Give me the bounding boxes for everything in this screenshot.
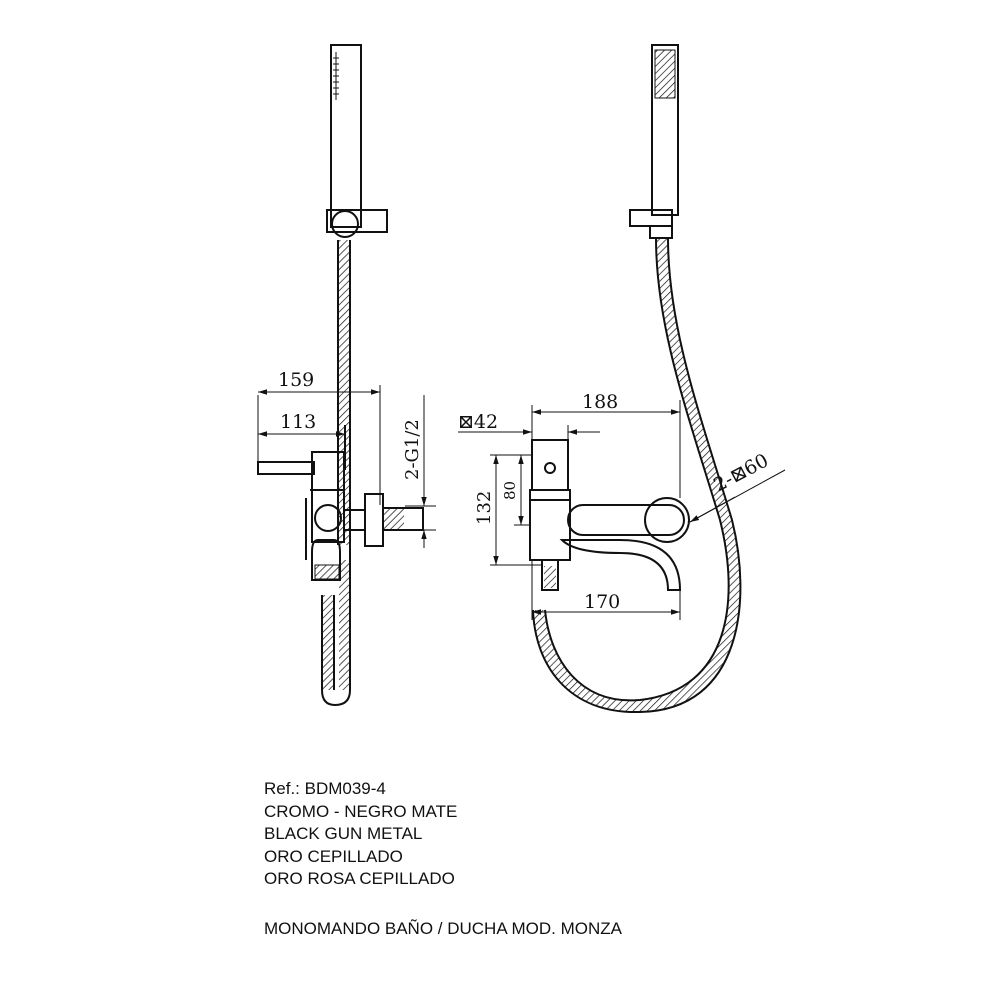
finish-item: BLACK GUN METAL — [264, 824, 423, 843]
side-lever — [257, 461, 315, 475]
side-handshower-nozzles — [333, 57, 339, 95]
dim-thread: 2-G1/2 — [402, 419, 423, 480]
side-mixer-body — [311, 451, 345, 543]
side-holder — [326, 209, 388, 233]
side-connector — [382, 507, 424, 531]
finish-item: ORO CEPILLADO — [264, 846, 403, 866]
front-lever — [567, 504, 685, 536]
dim-side-lever: 113 — [280, 411, 316, 433]
front-connector — [541, 559, 559, 591]
side-spout — [311, 539, 341, 581]
product-name: MONOMANDO BAÑO / DUCHA MOD. MONZA — [264, 919, 622, 938]
front-view: ⊠42 188 132 80 170 2-⊠60 — [458, 44, 786, 714]
front-mixer-ring — [529, 489, 571, 501]
side-handshower — [330, 44, 362, 228]
dim-spout: 170 — [584, 591, 620, 613]
dim-side-overall: 159 — [278, 369, 314, 391]
dim-flange: 2-⊠60 — [710, 449, 772, 496]
dim-body-height: 80 — [501, 481, 519, 500]
spec-block: Ref.: BDM039-4 CROMO - NEGRO MATE BLACK … — [264, 778, 457, 891]
finish-item: ORO ROSA CEPILLADO — [264, 869, 455, 888]
dim-front-overall: 188 — [582, 391, 618, 413]
front-spout — [559, 539, 682, 591]
ref-label: Ref.: BDM039-4 — [264, 779, 386, 798]
dim-square: ⊠42 — [458, 411, 498, 433]
side-view: 159 113 2-G1/2 — [257, 44, 436, 707]
dim-height: 132 — [474, 491, 495, 525]
finish-item: CROMO - NEGRO MATE — [264, 801, 458, 821]
front-mixer-body — [529, 499, 571, 561]
front-handshower — [651, 44, 679, 216]
front-flange-circle — [644, 497, 690, 543]
front-mixer-top — [531, 439, 569, 491]
